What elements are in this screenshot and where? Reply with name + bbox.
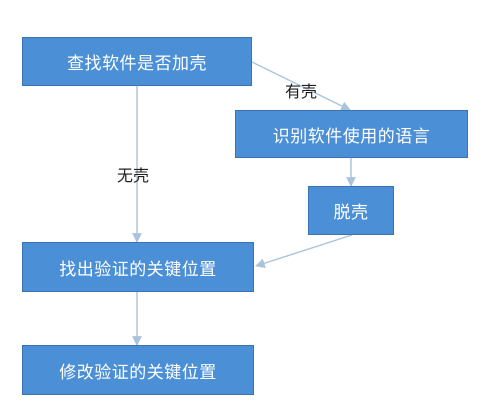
node-find-key: 找出验证的关键位置	[22, 242, 254, 292]
node-unpack: 脱壳	[308, 186, 394, 235]
node-identify-language: 识别软件使用的语言	[235, 110, 468, 158]
node-check-packed-label: 查找软件是否加壳	[67, 54, 207, 74]
node-modify-key: 修改验证的关键位置	[22, 345, 254, 395]
node-identify-language-label: 识别软件使用的语言	[272, 126, 431, 147]
edge-label-not-packed: 无壳	[117, 166, 150, 185]
edge-packed	[251, 61, 351, 111]
node-unpack-label: 脱壳	[333, 203, 369, 223]
edge-unpack-to-find-key	[255, 234, 353, 268]
node-check-packed: 查找软件是否加壳	[22, 37, 252, 86]
node-modify-key-label: 修改验证的关键位置	[59, 362, 217, 383]
edge-label-packed: 有壳	[285, 82, 318, 101]
node-find-key-label: 找出验证的关键位置	[59, 259, 217, 280]
